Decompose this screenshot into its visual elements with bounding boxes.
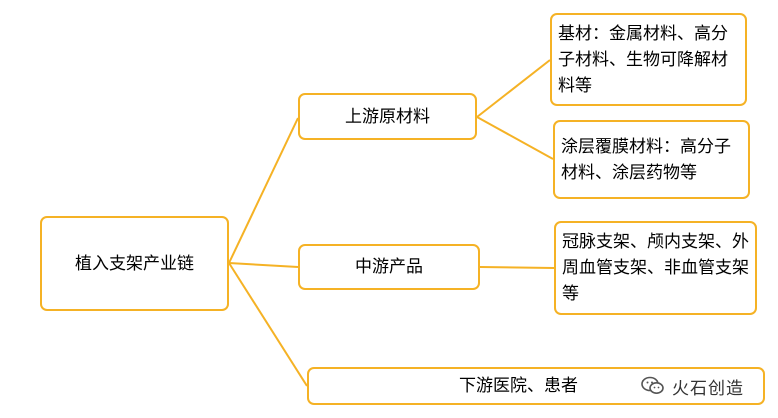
midstream-label: 中游产品 — [355, 257, 423, 277]
connector-midstream-leaf3 — [479, 266, 555, 269]
connector-root-upstream — [228, 117, 299, 264]
root-node: 植入支架产业链 — [40, 216, 229, 311]
root-label: 植入支架产业链 — [75, 253, 194, 274]
upstream-leaf-coating-materials: 涂层覆膜材料：高分子材料、涂层药物等 — [553, 120, 750, 199]
watermark: 火石创造 — [640, 371, 744, 401]
midstream-node: 中游产品 — [298, 244, 480, 290]
connector-root-midstream — [228, 262, 299, 268]
connector-root-downstream — [228, 262, 308, 387]
watermark-text: 火石创造 — [672, 378, 744, 399]
upstream-label: 上游原材料 — [345, 106, 430, 127]
connector-upstream-leaf2 — [476, 116, 554, 160]
leaf-text: 基材：金属材料、高分子材料、生物可降解材料等 — [558, 24, 728, 96]
downstream-label: 下游医院、患者 — [459, 376, 578, 396]
connector-upstream-leaf1 — [476, 59, 551, 118]
upstream-leaf-base-materials: 基材：金属材料、高分子材料、生物可降解材料等 — [550, 13, 747, 106]
leaf-text: 冠脉支架、颅内支架、外周血管支架、非血管支架等 — [562, 232, 749, 304]
downstream-node: 下游医院、患者 — [307, 367, 765, 405]
upstream-node: 上游原材料 — [298, 93, 477, 140]
leaf-text: 涂层覆膜材料：高分子材料、涂层药物等 — [561, 136, 731, 183]
wechat-icon — [641, 376, 664, 394]
midstream-leaf-stent-products: 冠脉支架、颅内支架、外周血管支架、非血管支架等 — [554, 221, 757, 315]
